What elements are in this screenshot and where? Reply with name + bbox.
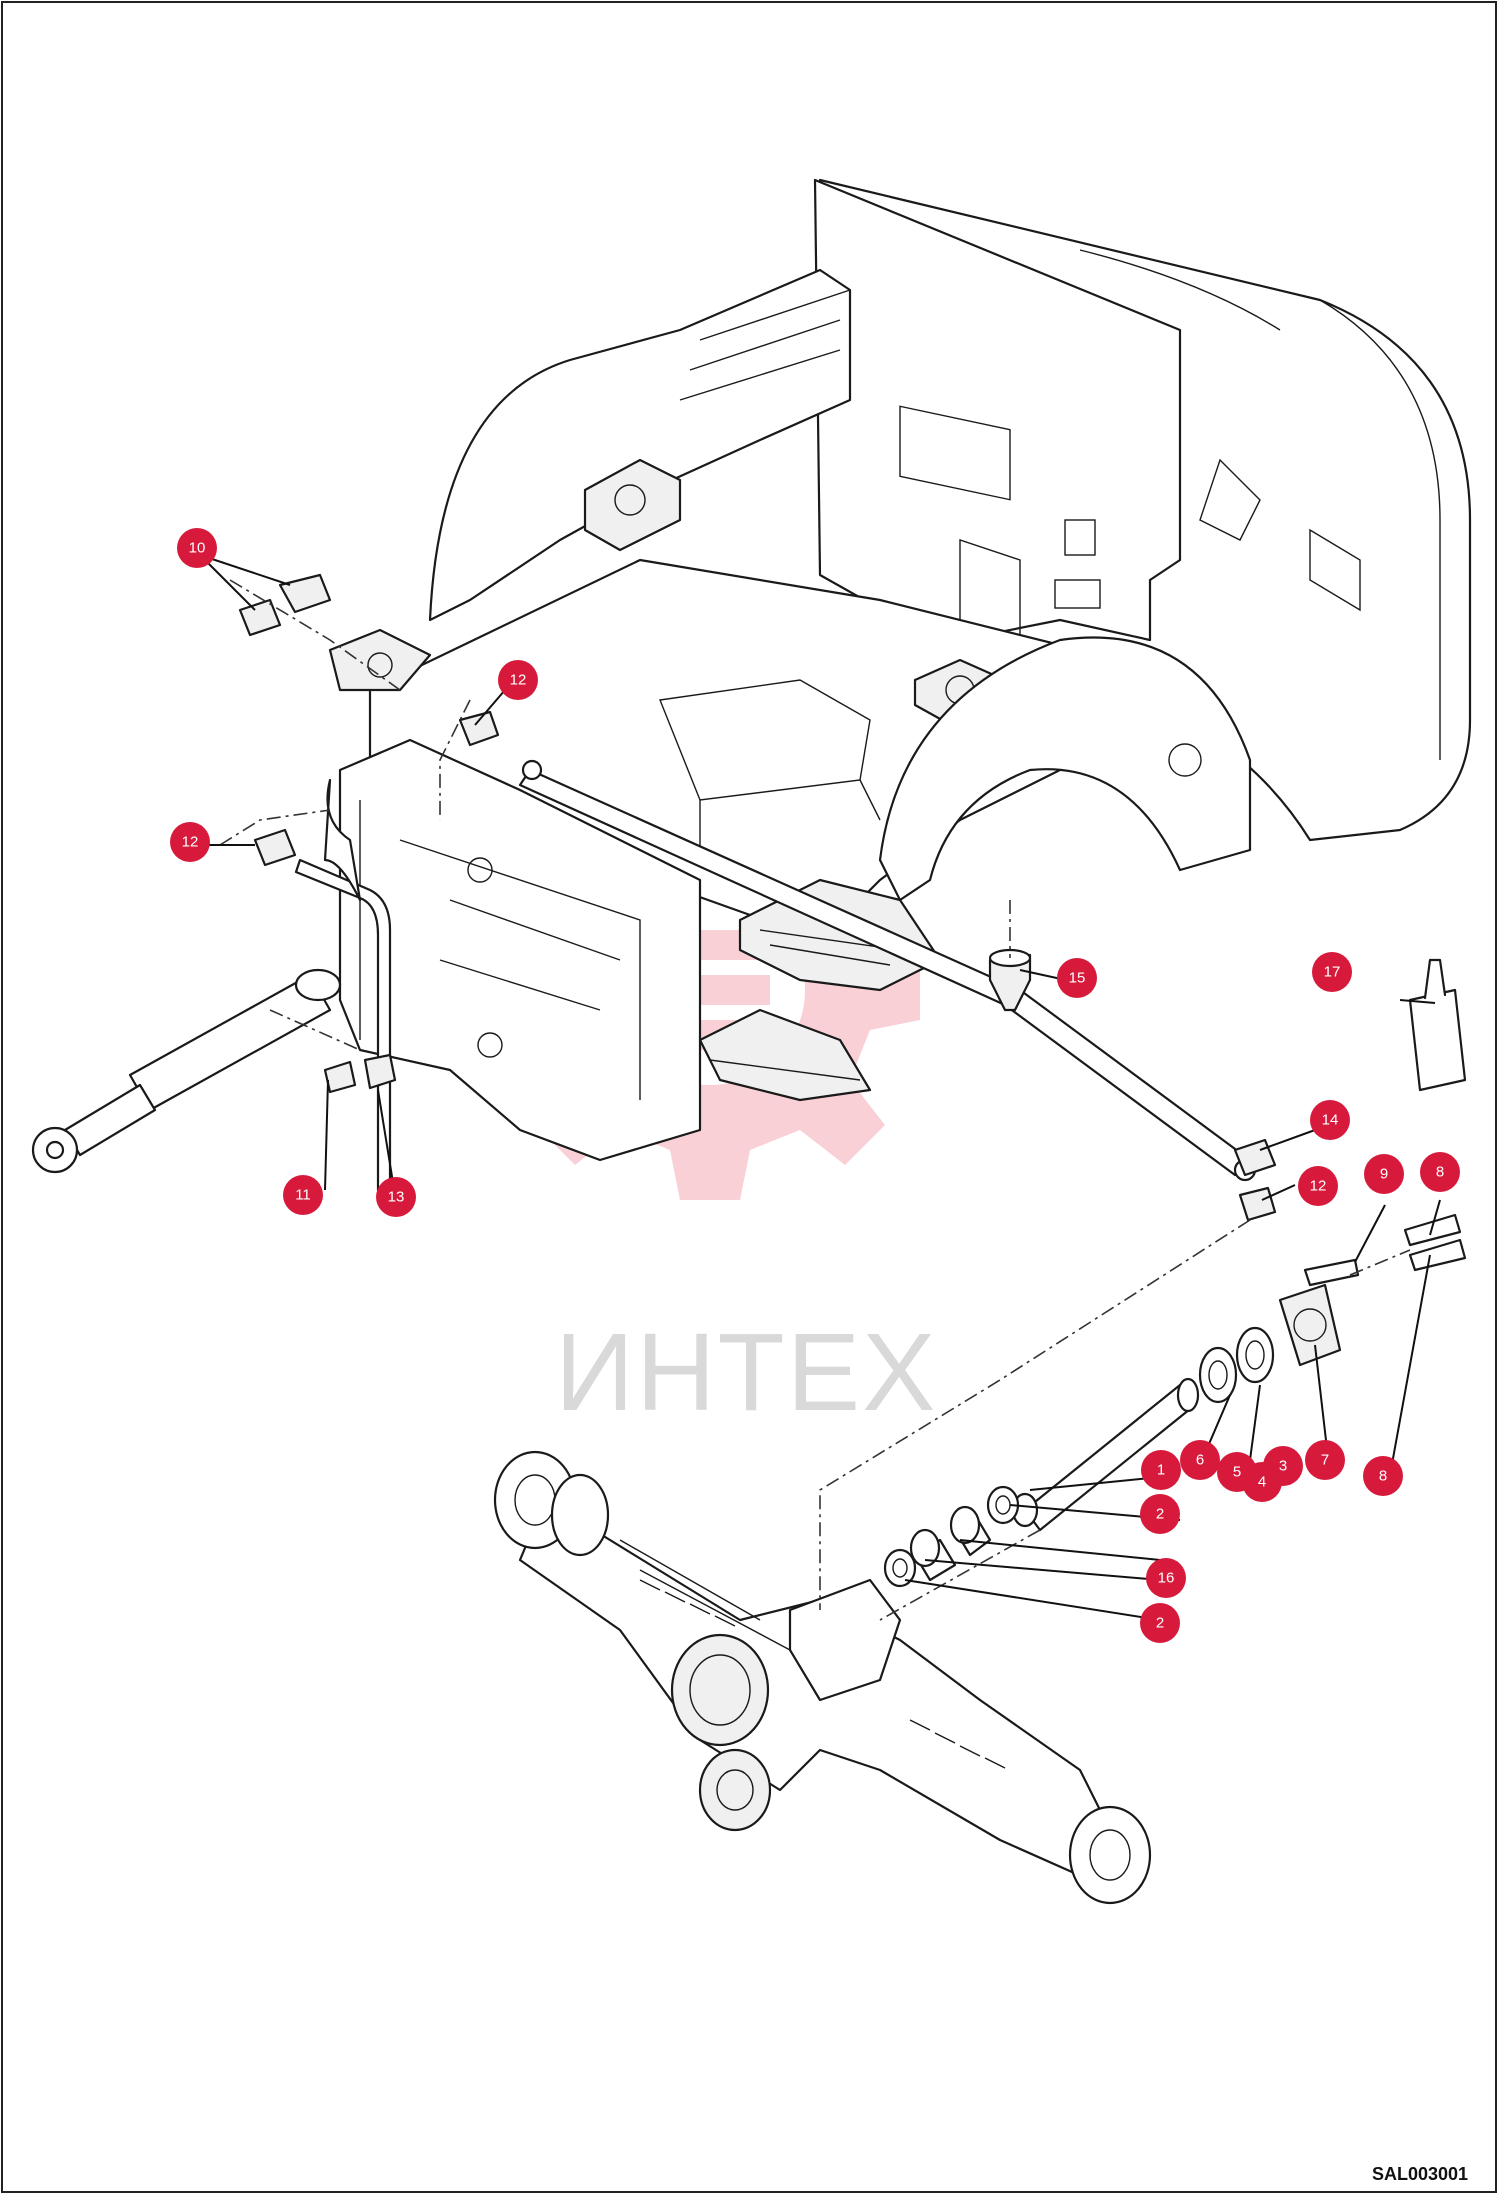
pivot-pin-assembly xyxy=(883,1213,1467,1588)
hydraulic-cylinder xyxy=(31,968,342,1174)
callout-9: 9 xyxy=(1364,1154,1404,1194)
svg-text:1: 1 xyxy=(1157,1462,1165,1479)
svg-text:5: 5 xyxy=(1233,1464,1241,1481)
callout-15: 15 xyxy=(1057,958,1097,998)
svg-text:6: 6 xyxy=(1196,1452,1204,1469)
callout-7: 7 xyxy=(1305,1440,1345,1480)
svg-text:4: 4 xyxy=(1258,1474,1266,1491)
svg-text:9: 9 xyxy=(1380,1166,1388,1183)
chassis-frame xyxy=(328,178,1472,1162)
callout-13: 13 xyxy=(376,1177,416,1217)
svg-text:17: 17 xyxy=(1324,964,1341,981)
svg-text:12: 12 xyxy=(1310,1178,1327,1195)
callout-12: 12 xyxy=(498,660,538,700)
callout-8: 8 xyxy=(1363,1456,1403,1496)
svg-text:7: 7 xyxy=(1321,1452,1329,1469)
svg-text:16: 16 xyxy=(1158,1570,1175,1587)
svg-text:12: 12 xyxy=(510,672,527,689)
callout-12: 12 xyxy=(170,822,210,862)
callout-1: 1 xyxy=(1141,1450,1181,1490)
callout-6: 6 xyxy=(1180,1440,1220,1480)
callout-17: 17 xyxy=(1312,952,1352,992)
svg-text:8: 8 xyxy=(1436,1164,1444,1181)
svg-text:13: 13 xyxy=(388,1189,405,1206)
svg-text:10: 10 xyxy=(189,540,206,557)
callout-4: 4 xyxy=(1242,1462,1282,1502)
callout-2: 2 xyxy=(1140,1603,1180,1643)
svg-text:15: 15 xyxy=(1069,970,1086,987)
callout-10: 10 xyxy=(177,528,217,568)
svg-text:12: 12 xyxy=(182,834,199,851)
callout-2: 2 xyxy=(1140,1494,1180,1534)
svg-text:14: 14 xyxy=(1322,1112,1339,1129)
callout-16: 16 xyxy=(1146,1558,1186,1598)
leader-lines xyxy=(199,554,1441,1621)
watermark-text: ИНТЕХ xyxy=(555,1311,937,1434)
svg-text:11: 11 xyxy=(295,1187,311,1204)
callout-8: 8 xyxy=(1420,1152,1460,1192)
drawing-code: SAL003001 xyxy=(1372,2164,1468,2184)
svg-text:2: 2 xyxy=(1156,1615,1164,1632)
svg-text:3: 3 xyxy=(1279,1458,1287,1475)
svg-text:8: 8 xyxy=(1379,1468,1387,1485)
callout-12: 12 xyxy=(1298,1166,1338,1206)
svg-text:2: 2 xyxy=(1156,1506,1164,1523)
callout-14: 14 xyxy=(1310,1100,1350,1140)
assembly-lines xyxy=(219,579,1411,1621)
front-axle xyxy=(493,1450,1152,1905)
callout-11: 11 xyxy=(283,1175,323,1215)
fittings-group-left xyxy=(238,573,500,1094)
grease-bottle xyxy=(1408,958,1467,1092)
